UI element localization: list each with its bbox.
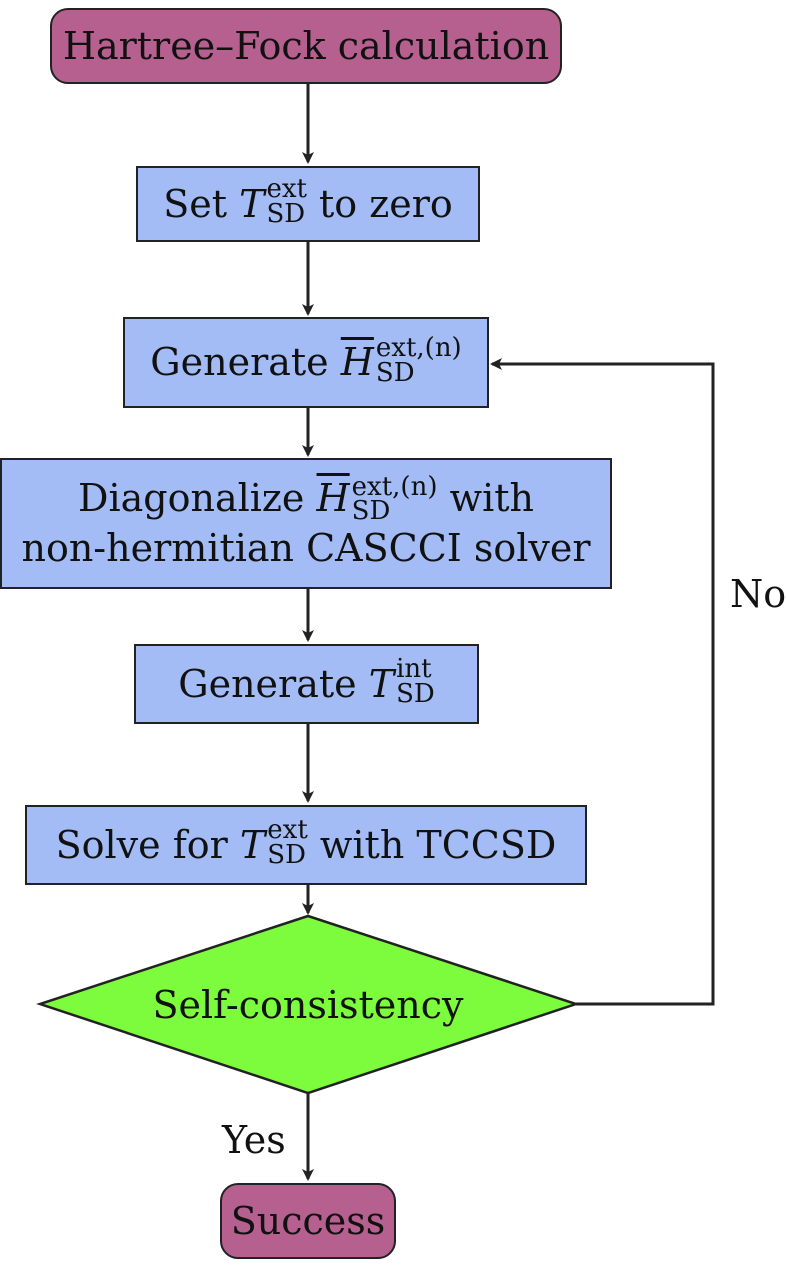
set-zero-post: to zero (319, 181, 453, 226)
diagonalize-line2: non-hermitian CASCCI solver (21, 526, 591, 571)
symbol-t: T (239, 181, 265, 226)
generate-h-pre: Generate (150, 340, 329, 385)
subscript: SD (267, 840, 306, 870)
symbol-t: T (368, 661, 395, 706)
superscript: int (396, 654, 432, 685)
superscript: ext (267, 815, 308, 846)
symbol-h-bar: H (340, 340, 374, 385)
solve-pre: Solve for (55, 822, 228, 867)
superscript: ext,(n) (375, 332, 462, 363)
subscript: SD (266, 199, 306, 229)
superscript: ext,(n) (351, 471, 438, 502)
arrow-no-loop (490, 358, 715, 1006)
symbol-t: T (239, 822, 266, 867)
subscript: SD (396, 679, 435, 709)
superscript: ext (266, 174, 307, 205)
set-zero-pre: Set (163, 181, 227, 226)
start-node-label: Hartree–Fock calculation (62, 23, 550, 68)
edge-label-no: No (730, 572, 786, 616)
edge-label-yes: Yes (222, 1118, 286, 1162)
subscript: SD (375, 357, 415, 388)
end-node: Success (220, 1183, 396, 1259)
decision-diamond (36, 914, 580, 1095)
symbol-h-bar: H (316, 475, 350, 520)
end-node-label: Success (230, 1198, 386, 1243)
start-node: Hartree–Fock calculation (50, 8, 562, 84)
decision-label: Self-consistency (152, 983, 464, 1027)
diagonalize-pre: Diagonalize (78, 475, 305, 520)
solve-post: with TCCSD (319, 822, 557, 867)
generate-t-pre: Generate (178, 661, 357, 706)
subscript: SD (351, 496, 391, 527)
diagonalize-post: with (449, 475, 534, 520)
